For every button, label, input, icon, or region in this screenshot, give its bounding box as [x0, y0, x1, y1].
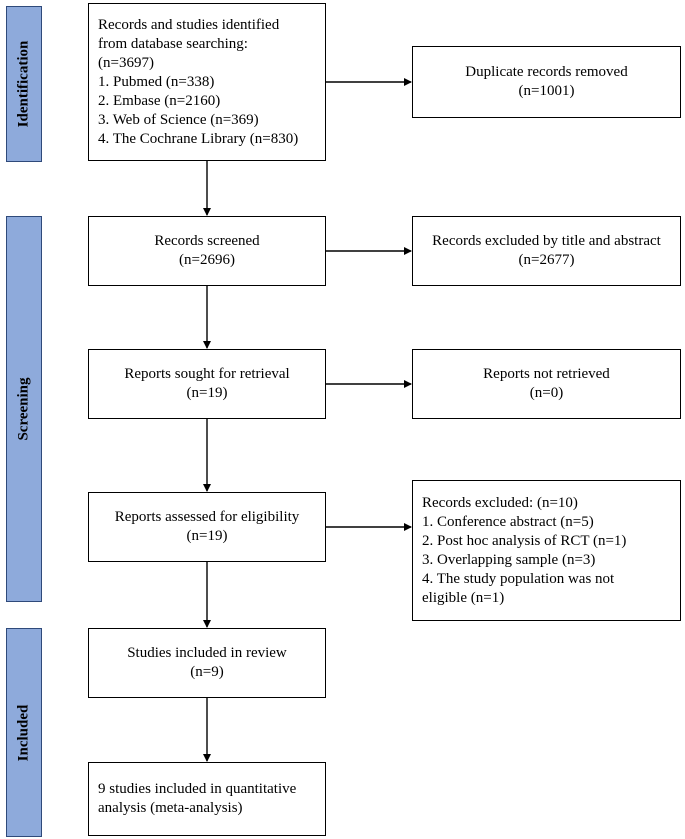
excluded-reason-population-cont: eligible (n=1)	[422, 589, 505, 606]
duplicates-removed-label: Duplicate records removed	[465, 64, 628, 80]
included-quantitative-box: 9 studies included in quantitative analy…	[88, 762, 326, 836]
phase-screening: Screening	[6, 216, 42, 602]
included-quantitative-line: 9 studies included in quantitative	[98, 781, 297, 797]
excluded-title-abstract-count: (n=2677)	[518, 252, 575, 268]
not-retrieved-box: Reports not retrieved (n=0)	[412, 349, 681, 419]
duplicates-removed-box: Duplicate records removed (n=1001)	[412, 46, 681, 118]
phase-identification: Identification	[6, 6, 42, 162]
records-identified-count: (n=3697)	[98, 54, 154, 71]
records-identified-box: Records and studies identified from data…	[88, 3, 326, 161]
not-retrieved-label: Reports not retrieved	[483, 366, 610, 382]
records-identified-line: Records and studies identified	[98, 16, 280, 33]
sought-retrieval-label: Reports sought for retrieval	[124, 366, 290, 382]
excluded-reason-overlapping: 3. Overlapping sample (n=3)	[422, 551, 596, 568]
assessed-eligibility-box: Reports assessed for eligibility (n=19)	[88, 492, 326, 562]
records-screened-label: Records screened	[154, 233, 260, 249]
included-review-label: Studies included in review	[127, 645, 287, 661]
source-cochrane: 4. The Cochrane Library (n=830)	[98, 130, 299, 147]
records-screened-count: (n=2696)	[179, 252, 235, 268]
assessed-eligibility-count: (n=19)	[186, 528, 228, 544]
source-web-of-science: 3. Web of Science (n=369)	[98, 111, 259, 128]
included-review-count: (n=9)	[190, 664, 224, 680]
records-identified-line: from database searching:	[98, 35, 248, 52]
sought-retrieval-count: (n=19)	[186, 385, 228, 401]
phase-included: Included	[6, 628, 42, 837]
excluded-title-abstract-label: Records excluded by title and abstract	[432, 233, 661, 249]
records-excluded-box: Records excluded: (n=10) 1. Conference a…	[412, 480, 681, 621]
records-excluded-count: Records excluded: (n=10)	[422, 494, 578, 511]
excluded-title-abstract-box: Records excluded by title and abstract (…	[412, 216, 681, 286]
included-quantitative-line: analysis (meta-analysis)	[98, 800, 243, 816]
sought-retrieval-box: Reports sought for retrieval (n=19)	[88, 349, 326, 419]
duplicates-removed-count: (n=1001)	[518, 83, 575, 99]
included-review-box: Studies included in review (n=9)	[88, 628, 326, 698]
records-screened-box: Records screened (n=2696)	[88, 216, 326, 286]
excluded-reason-population: 4. The study population was not	[422, 570, 615, 587]
assessed-eligibility-label: Reports assessed for eligibility	[114, 509, 300, 525]
source-pubmed: 1. Pubmed (n=338)	[98, 73, 215, 90]
excluded-reason-post-hoc: 2. Post hoc analysis of RCT (n=1)	[422, 532, 627, 549]
not-retrieved-count: (n=0)	[529, 385, 564, 401]
excluded-reason-conference: 1. Conference abstract (n=5)	[422, 513, 594, 530]
source-embase: 2. Embase (n=2160)	[98, 92, 221, 109]
